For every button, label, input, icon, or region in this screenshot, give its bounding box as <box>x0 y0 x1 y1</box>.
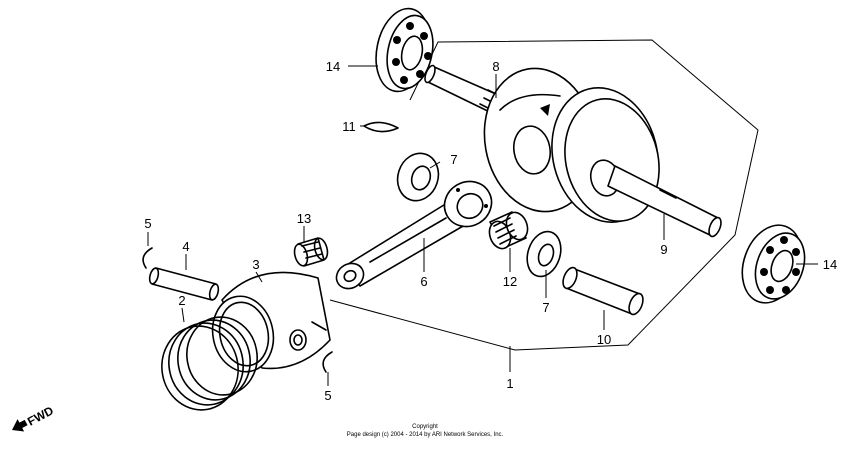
callout-3: 3 <box>252 257 259 272</box>
fwd-indicator: FWD <box>12 403 56 432</box>
fwd-arrow-icon <box>12 419 28 432</box>
copyright-line-2: Page design (c) 2004 - 2014 by ARI Netwo… <box>347 432 504 438</box>
thrust-washer-bottom <box>526 230 562 278</box>
callout-14-right: 14 <box>823 257 837 272</box>
bearing-top <box>375 7 434 93</box>
leader-lines <box>147 65 818 386</box>
callout-7-bottom: 7 <box>542 300 549 315</box>
callout-11: 11 <box>342 119 356 134</box>
connecting-rod <box>335 180 493 290</box>
callout-6: 6 <box>420 274 427 289</box>
needle-bearing-small-end <box>293 237 329 267</box>
assembly-outline <box>329 39 759 351</box>
crankshaft <box>424 64 722 238</box>
callout-13: 13 <box>297 211 311 226</box>
piston-rings <box>161 316 258 411</box>
callout-12: 12 <box>503 274 517 289</box>
piston-pin-clip-left <box>142 247 153 269</box>
callout-5-left: 5 <box>144 216 151 231</box>
crank-pin <box>562 266 644 316</box>
callout-10: 10 <box>597 332 611 347</box>
copyright-line-1: Copyright <box>412 424 438 430</box>
needle-bearing-big-end <box>488 211 529 250</box>
callout-14-top: 14 <box>326 59 340 74</box>
thrust-washer-top <box>396 152 440 202</box>
callout-5-right: 5 <box>324 388 331 403</box>
callout-7-top: 7 <box>450 152 457 167</box>
callout-8: 8 <box>492 59 499 74</box>
callout-1: 1 <box>506 376 513 391</box>
piston-pin-clip-right <box>322 351 333 373</box>
callout-9: 9 <box>660 242 667 257</box>
callout-2: 2 <box>178 293 185 308</box>
bearing-right <box>741 224 806 304</box>
callout-4: 4 <box>182 239 189 254</box>
piston <box>211 271 331 373</box>
fwd-label: FWD <box>25 403 56 428</box>
woodruff-key <box>363 121 399 133</box>
piston-pin <box>148 267 220 301</box>
